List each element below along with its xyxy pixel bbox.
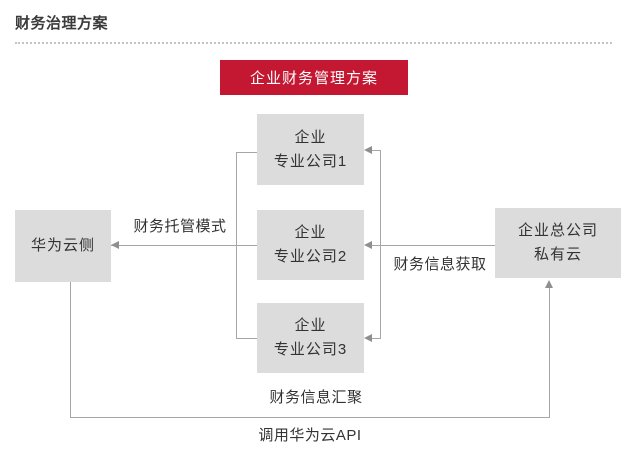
page-title: 财务治理方案 (15, 15, 109, 32)
node-company1-line1: 企业 (294, 128, 327, 146)
info-fetch-arrow-line (367, 245, 495, 246)
node-company2: 企业 专业公司2 (257, 210, 364, 280)
node-company1-line2: 专业公司1 (273, 152, 348, 170)
bottom-right-vertical-line (549, 288, 550, 417)
arrowhead-into-company3-icon (364, 334, 372, 342)
arrow-line-into-company3 (367, 338, 381, 339)
node-huawei-cloud-label: 华为云侧 (30, 237, 95, 254)
node-company1: 企业 专业公司1 (257, 114, 364, 185)
right-connector-vertical-line (380, 150, 381, 338)
arrowhead-into-company2-icon (364, 241, 372, 249)
arrowhead-into-company1-icon (364, 146, 372, 154)
node-hq-private-cloud: 企业总公司 私有云 (495, 208, 621, 278)
edge-label-api-call: 调用华为云API (258, 427, 362, 444)
company1-left-stub-line (236, 152, 257, 153)
banner-enterprise-finance-plan: 企业财务管理方案 (220, 60, 408, 95)
arrowhead-into-private-cloud-icon (545, 280, 553, 288)
node-hq-private-cloud-line1: 企业总公司 (517, 222, 598, 239)
node-company3-line1: 企业 (294, 317, 327, 334)
arrow-line-into-company1 (367, 150, 381, 151)
company3-left-stub-line (236, 338, 257, 339)
node-huawei-cloud: 华为云侧 (15, 210, 111, 282)
node-hq-private-cloud-line2: 私有云 (533, 246, 582, 263)
dotted-separator (15, 42, 612, 44)
node-company2-line2: 专业公司2 (273, 248, 348, 265)
banner-label: 企业财务管理方案 (249, 70, 378, 87)
hosting-mode-arrow-line (111, 245, 257, 246)
node-company2-line1: 企业 (294, 224, 327, 241)
node-company3-line2: 专业公司3 (273, 341, 348, 358)
bottom-horizontal-line (70, 417, 550, 418)
edge-label-hosting-mode: 财务托管模式 (133, 218, 227, 235)
edge-label-info-fetch: 财务信息获取 (393, 256, 487, 273)
arrowhead-into-huawei-cloud-icon (111, 241, 119, 249)
node-company3: 企业 专业公司3 (257, 303, 364, 373)
edge-label-info-aggregate: 财务信息汇聚 (269, 389, 363, 406)
bottom-left-vertical-line (70, 282, 71, 417)
